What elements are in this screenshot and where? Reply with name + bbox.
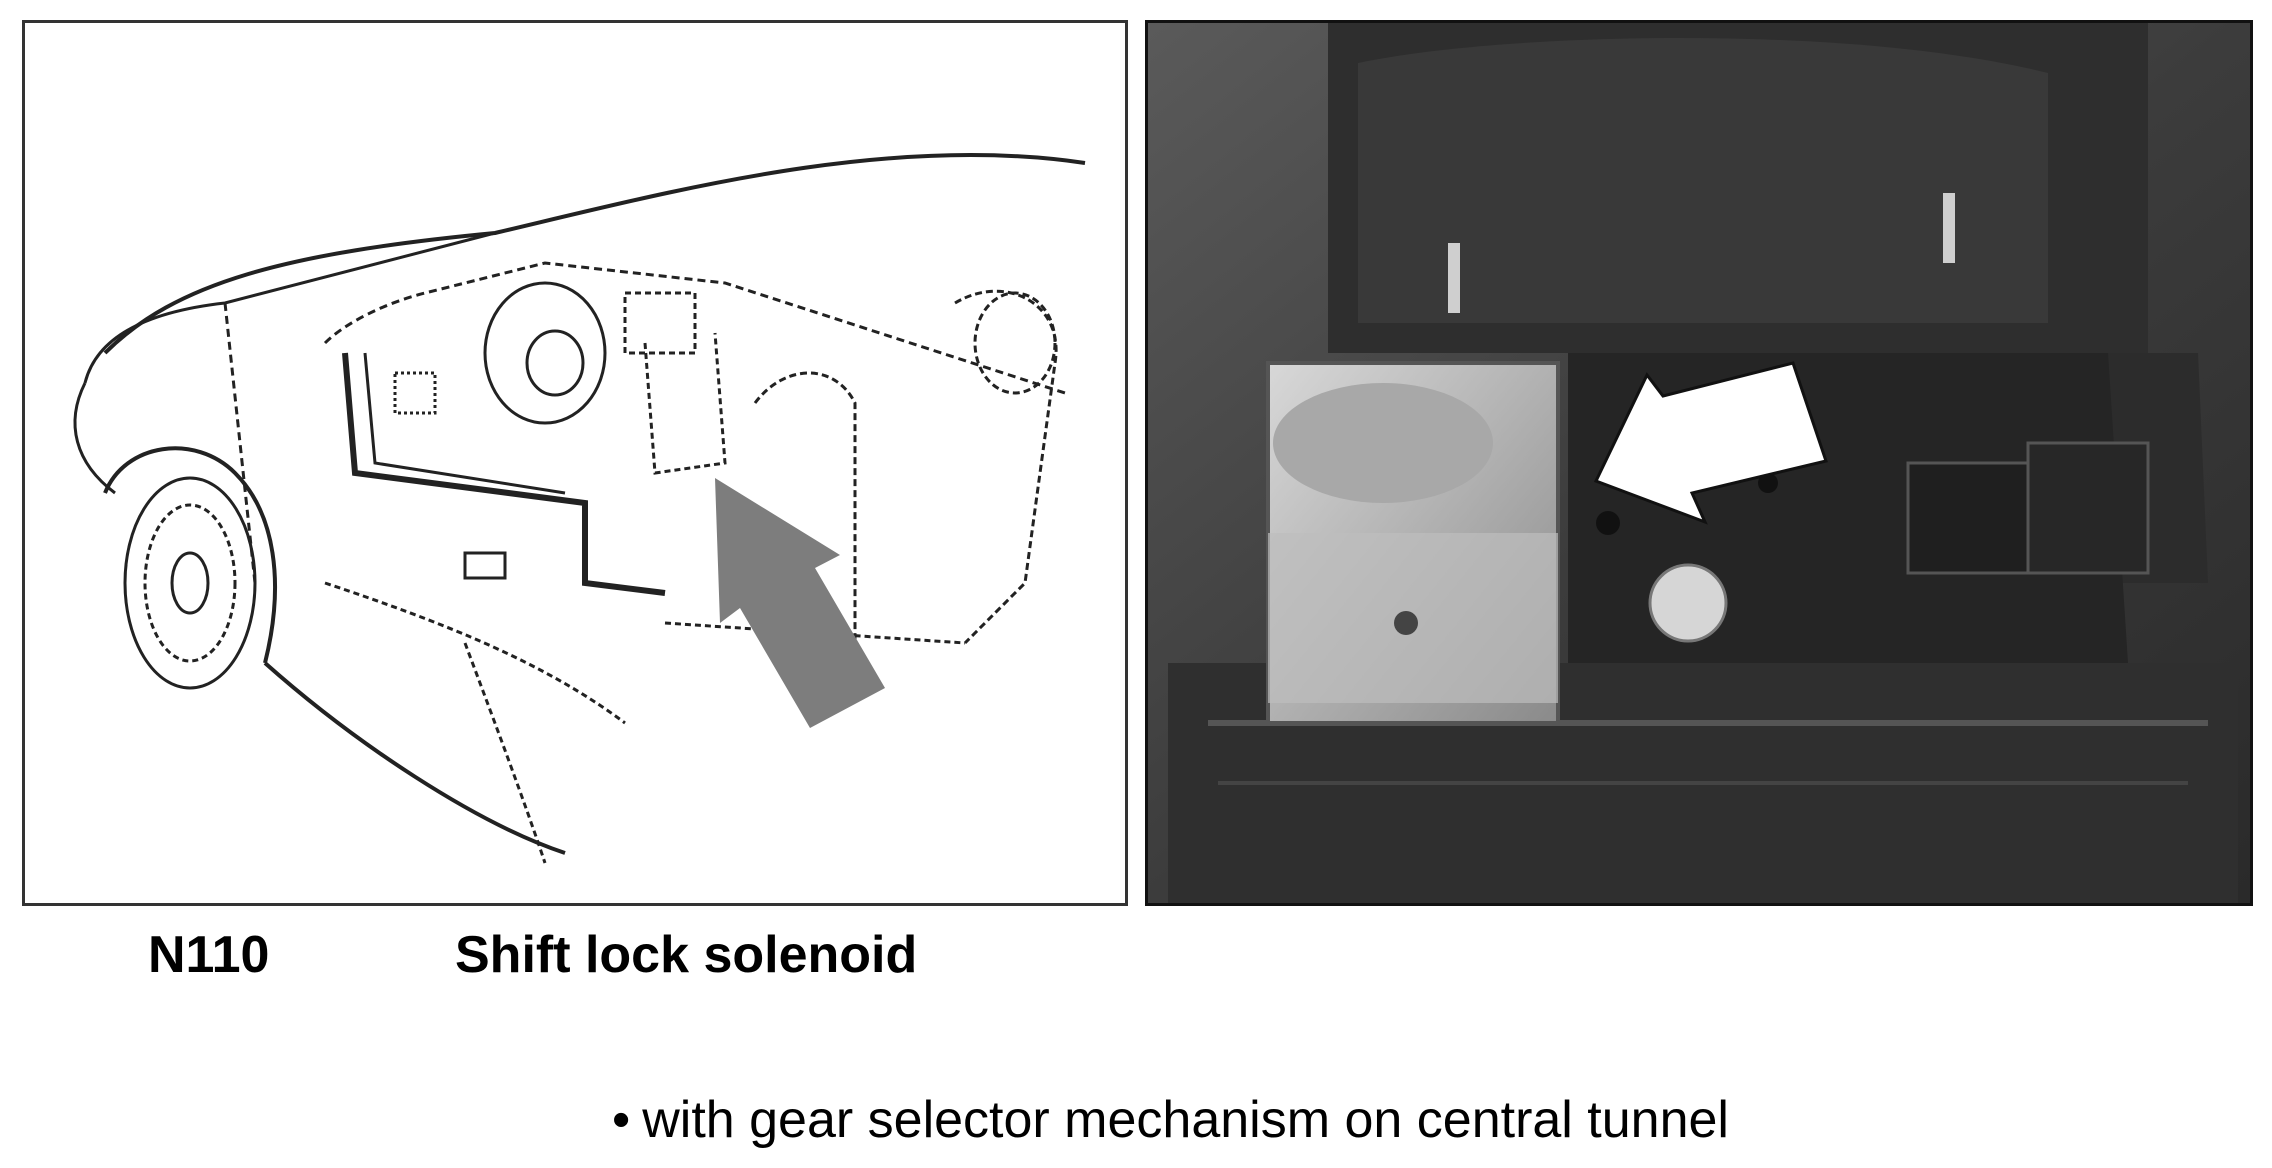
installation-note: •with gear selector mechanism on central… [612,1090,1729,1150]
installation-note-text: with gear selector mechanism on central … [642,1091,1729,1149]
component-name: Shift lock solenoid [455,926,918,984]
component-code: N110 [148,926,270,984]
gear-selector-photo-render [1148,23,2250,903]
arrow-down-left-icon [1593,361,1828,525]
car-outline-illustration [73,152,1086,864]
car-location-drawing [22,20,1128,906]
bullet-icon: • [612,1091,631,1149]
solenoid-photo [1145,20,2253,906]
solenoid-component [1266,361,1560,725]
arrow-up-left-icon [715,478,885,728]
